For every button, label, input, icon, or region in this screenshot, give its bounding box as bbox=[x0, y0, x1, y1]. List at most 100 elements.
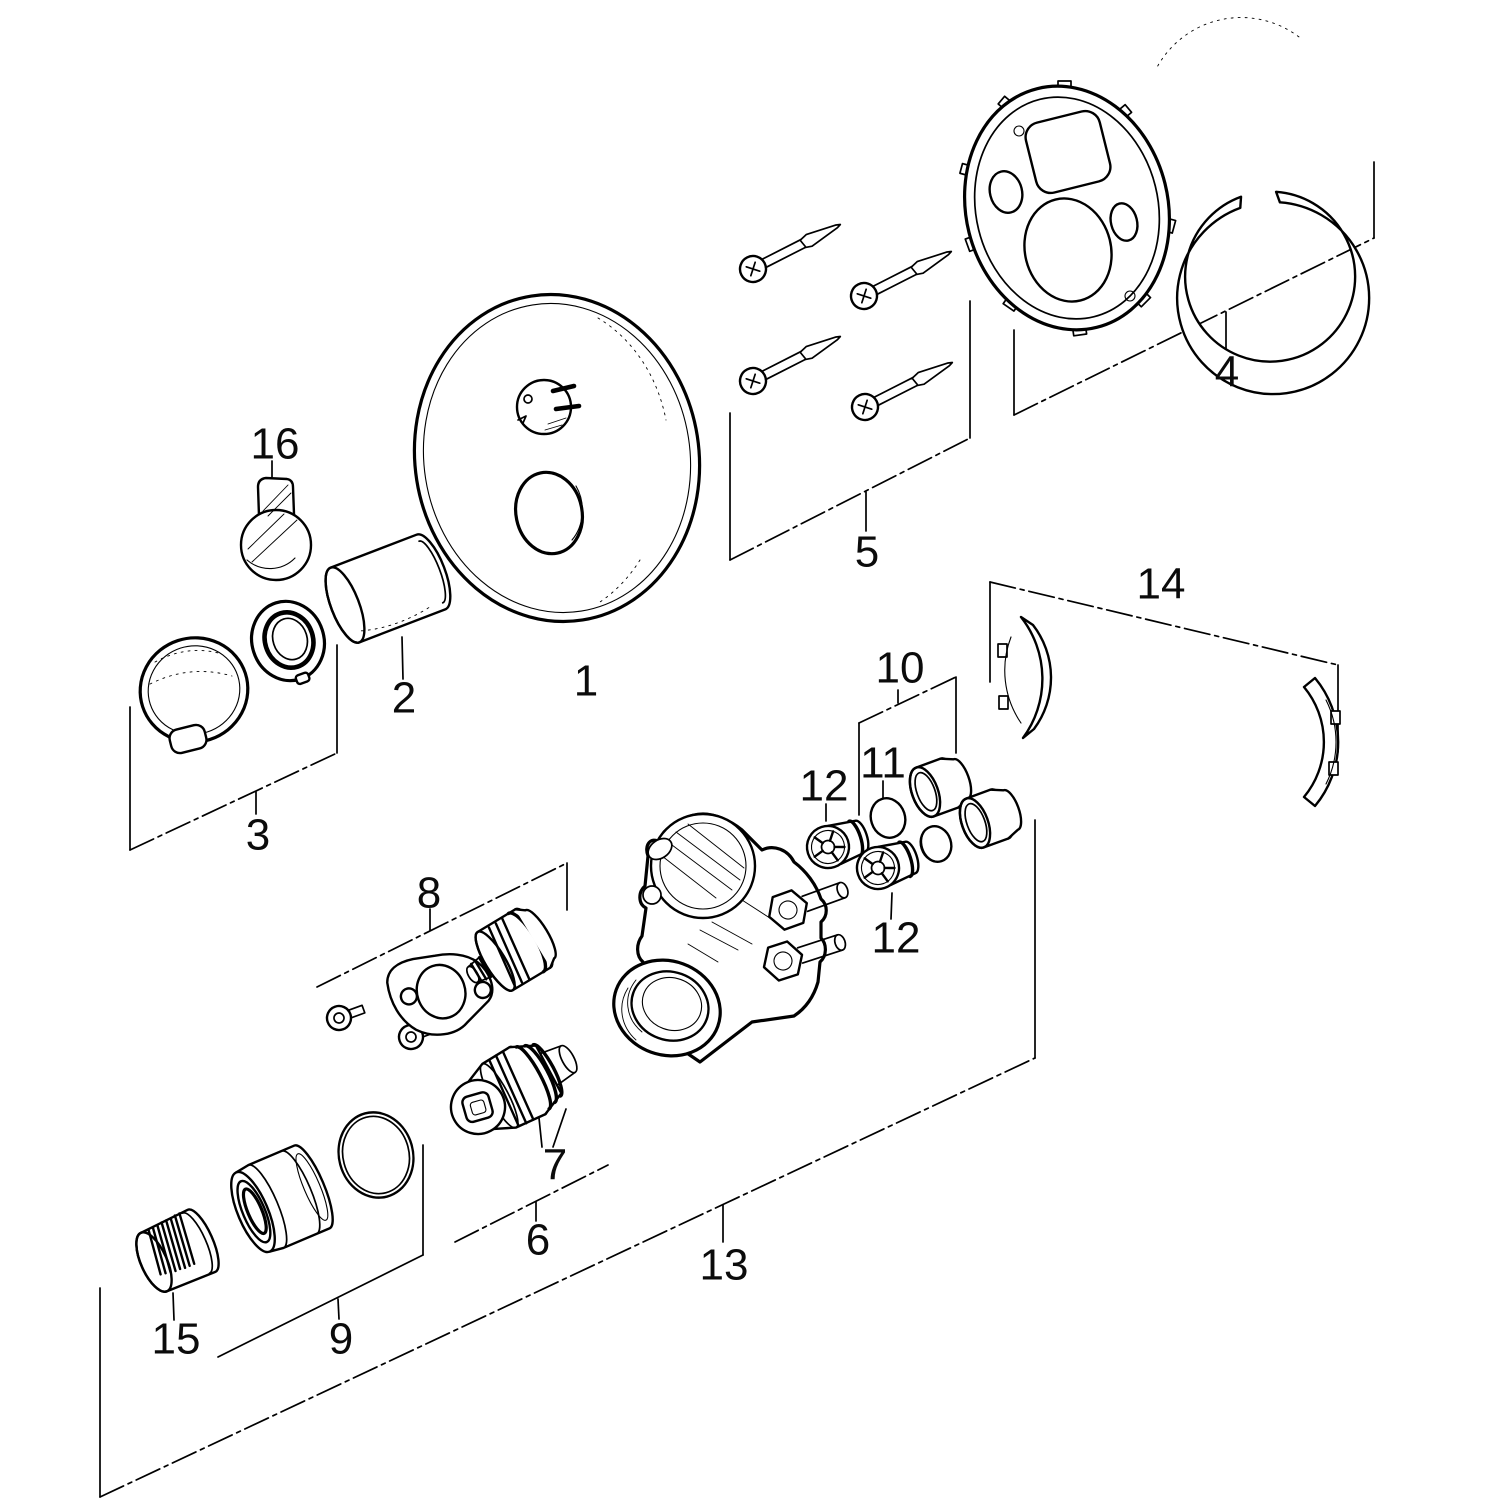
phillips-cross-icon bbox=[857, 399, 873, 415]
bracket-6-diagonal bbox=[454, 1164, 609, 1243]
cap-face-inner bbox=[914, 771, 938, 812]
callout-2-label: 2 bbox=[392, 674, 416, 723]
bracket-3 bbox=[129, 644, 338, 851]
part-10-plug-cap-a bbox=[908, 757, 973, 819]
spline-socket bbox=[449, 1078, 507, 1136]
hex-bore bbox=[773, 951, 793, 971]
part-16-lever-knob bbox=[239, 476, 313, 582]
callout-3-label: 3 bbox=[246, 811, 270, 860]
part-12-check-valve-a bbox=[805, 819, 870, 870]
o-ring-outer bbox=[337, 1111, 415, 1199]
body-hatch-1 bbox=[699, 929, 739, 951]
knob-hatch-2 bbox=[267, 492, 292, 517]
screw-head bbox=[325, 1004, 353, 1032]
cartridge-hatch bbox=[487, 917, 531, 988]
dome-hatch-4 bbox=[687, 823, 745, 869]
screw-point bbox=[912, 361, 954, 387]
callout-12b-label: 12 bbox=[872, 914, 921, 963]
plate-right-hole bbox=[1109, 202, 1139, 242]
rib-3 bbox=[531, 1042, 564, 1098]
handle-opening bbox=[514, 470, 584, 556]
bracket-3-diagonal bbox=[129, 752, 338, 851]
screw-1 bbox=[738, 223, 842, 284]
sleeve-front-face bbox=[324, 566, 366, 644]
stud-end bbox=[836, 881, 849, 899]
bracket-13 bbox=[99, 819, 1036, 1498]
knob-body bbox=[239, 508, 313, 582]
bracket-9-diagonal bbox=[217, 1254, 424, 1358]
mounting-plate-rim bbox=[973, 96, 1161, 320]
part-8-flange-plate bbox=[386, 953, 494, 1036]
callout-14-label: 14 bbox=[1137, 560, 1186, 609]
dome-hatch-1 bbox=[667, 841, 733, 891]
screw-shank bbox=[872, 376, 919, 407]
clip-left-inner-line bbox=[1004, 636, 1022, 724]
plate-inner-contour bbox=[422, 302, 692, 614]
bracket-14-diagonal bbox=[989, 581, 1339, 666]
dome-hatch-2 bbox=[675, 831, 741, 881]
plate-large-hole bbox=[1023, 197, 1113, 303]
hex-fitting bbox=[768, 889, 808, 931]
handle-opening-contour bbox=[571, 485, 583, 541]
check-face-ring bbox=[860, 850, 896, 886]
socket-square bbox=[461, 1091, 494, 1124]
body-hatch-4 bbox=[687, 943, 719, 963]
hub-band bbox=[280, 1149, 321, 1235]
check-face bbox=[855, 845, 901, 891]
part-8-screw-1 bbox=[325, 1004, 366, 1032]
sleeve-inner-lip bbox=[418, 540, 447, 604]
snap-ring-shading bbox=[1157, 17, 1301, 67]
part-15-knurled-adapter bbox=[135, 1208, 220, 1293]
plate-outline bbox=[412, 292, 702, 624]
phillips-cross-icon bbox=[745, 373, 761, 389]
dome-inner-contour bbox=[147, 645, 241, 735]
screw-point bbox=[800, 223, 842, 249]
check-face-ring bbox=[810, 829, 846, 865]
hub-bore bbox=[241, 1187, 268, 1236]
valve-body-inlet-lower bbox=[762, 933, 847, 982]
callout-labels: 1 2 3 4 5 6 7 8 9 10 11 12 12 13 14 15 1… bbox=[152, 348, 1240, 1364]
screw-2 bbox=[849, 250, 953, 311]
callout-5-label: 5 bbox=[855, 528, 879, 577]
callout-13-label: 13 bbox=[700, 1241, 749, 1290]
part-8-cartridge bbox=[465, 907, 557, 992]
phillips-cross-icon bbox=[745, 261, 761, 277]
stud-end bbox=[833, 933, 847, 952]
valve-body-dome bbox=[649, 812, 757, 920]
disc-edge bbox=[921, 828, 938, 862]
dial-hatch-2 bbox=[544, 424, 563, 431]
stud bbox=[801, 881, 847, 913]
clip-left-outline bbox=[1019, 615, 1053, 740]
valve-body-inlet-upper bbox=[768, 881, 849, 931]
screw-point bbox=[911, 250, 953, 276]
body-hatch bbox=[488, 1050, 535, 1128]
cap-face bbox=[908, 765, 942, 819]
o-ring-inner bbox=[341, 1115, 411, 1195]
barrel-hatch-2 bbox=[627, 979, 643, 1033]
part-4-snap-ring bbox=[1157, 17, 1371, 396]
disc-outline bbox=[919, 825, 953, 863]
valve-body-ear bbox=[647, 837, 673, 861]
knob-hatch-1 bbox=[262, 484, 289, 512]
bracket-9 bbox=[217, 1144, 424, 1358]
cartridge-face bbox=[474, 930, 516, 992]
part-14-clip-right bbox=[1302, 676, 1341, 808]
temperature-dial-opening bbox=[515, 378, 582, 436]
socket-square-inner bbox=[469, 1099, 487, 1116]
check-spokes bbox=[813, 830, 846, 862]
plate-square-hole bbox=[1024, 109, 1112, 195]
cap-face-inner bbox=[964, 802, 988, 843]
screw-socket bbox=[405, 1031, 417, 1043]
screw-4 bbox=[850, 361, 954, 422]
barrel-mid bbox=[630, 970, 710, 1042]
knob-hatch-3 bbox=[251, 519, 298, 563]
flange-outline bbox=[386, 953, 494, 1036]
rib-2 bbox=[523, 1043, 559, 1105]
ring-bore bbox=[262, 610, 316, 670]
snap-ring-outline bbox=[1175, 190, 1371, 396]
stem-sides bbox=[539, 1045, 576, 1087]
callout-12-label: 12 bbox=[800, 762, 849, 811]
screw-socket bbox=[333, 1012, 345, 1024]
check-band bbox=[897, 840, 915, 879]
